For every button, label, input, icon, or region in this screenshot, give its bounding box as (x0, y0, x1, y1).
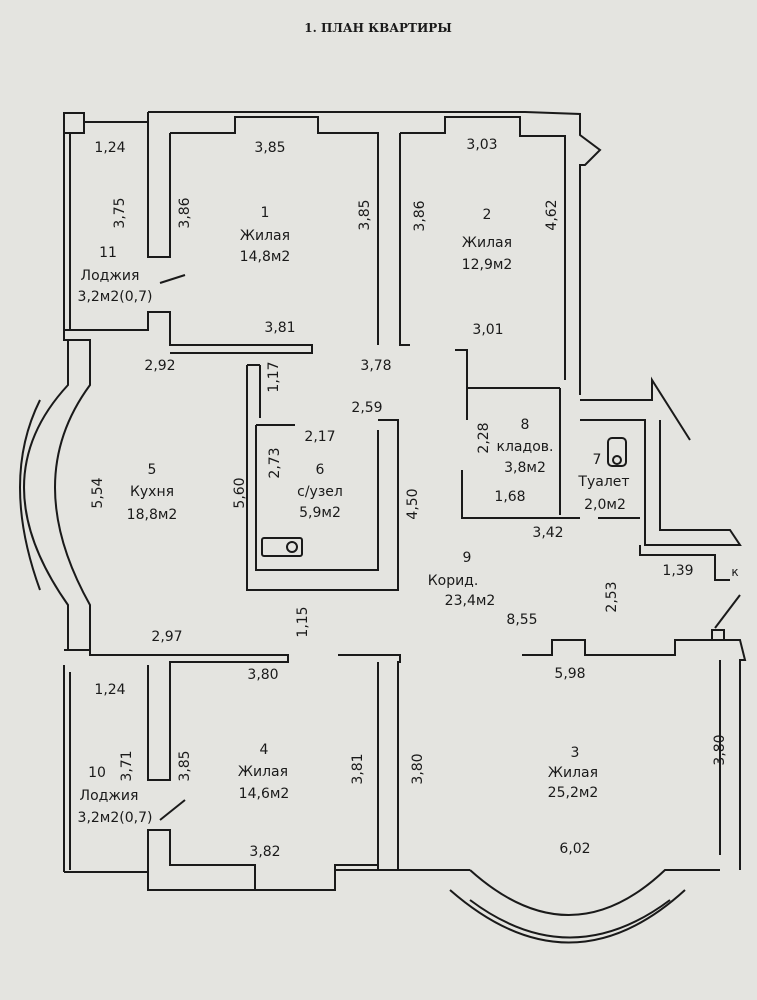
room-number: 5 (147, 462, 157, 478)
room-number: 4 (259, 742, 269, 758)
dimension-label: 3,78 (360, 358, 392, 374)
dimension-label: 3,85 (254, 140, 286, 156)
room-area: 3,8м2 (504, 460, 546, 476)
dimension-label: 2,92 (144, 358, 176, 374)
room-name: Жилая (239, 228, 291, 244)
room-area: 2,0м2 (584, 497, 626, 513)
dimension-label: 4,50 (405, 488, 421, 520)
dimension-label: 3,80 (247, 667, 279, 683)
room-name: Жилая (237, 764, 289, 780)
room-area: 18,8м2 (126, 507, 178, 523)
dimension-label: 5,98 (554, 666, 586, 682)
dimension-label: 3,85 (357, 199, 373, 231)
room-number: 3 (570, 745, 580, 761)
dimension-label: 1,68 (494, 489, 526, 505)
dimension-label: 3,80 (712, 734, 728, 766)
room-name: Кухня (129, 484, 175, 500)
room-area: 3,2м2(0,7) (77, 289, 153, 305)
dimension-label: 5,60 (232, 477, 248, 509)
dimension-label: 1,15 (295, 606, 311, 638)
dimension-label: 5,54 (90, 477, 106, 509)
dimension-label: 3,86 (177, 197, 193, 229)
dimension-label: 6,02 (559, 841, 591, 857)
dimension-label: 2,97 (151, 629, 183, 645)
room-name: кладов. (496, 439, 554, 455)
room-number: 11 (99, 245, 117, 261)
room-name: Корид. (427, 573, 479, 589)
room-name: Туалет (578, 474, 630, 490)
dimension-label: 3,01 (472, 322, 504, 338)
room-number: 6 (315, 462, 325, 478)
room-name: Жилая (461, 235, 513, 251)
dimension-label: 1,39 (662, 563, 694, 579)
room-number: 7 (592, 452, 602, 468)
dimension-label: 3,03 (466, 137, 498, 153)
plan-title: 1. ПЛАН КВАРТИРЫ (304, 21, 452, 35)
dimension-label: 3,81 (264, 320, 296, 336)
dimension-label: 2,28 (476, 422, 492, 454)
dimension-label: 3,75 (112, 197, 128, 229)
room-area: 23,4м2 (444, 593, 496, 609)
dimension-label: 3,71 (119, 750, 135, 782)
dimension-label: 2,73 (267, 447, 283, 479)
dimension-label: 3,81 (350, 753, 366, 785)
room-area: 14,6м2 (238, 786, 290, 802)
dimension-label: 3,85 (177, 750, 193, 782)
room-number: 8 (520, 417, 530, 433)
dimension-label: 1,24 (94, 140, 126, 156)
dimension-label: 2,59 (351, 400, 383, 416)
room-area: 14,8м2 (239, 249, 291, 265)
room-number: 9 (462, 550, 472, 566)
room-name: Жилая (547, 765, 599, 781)
dimension-label: 3,82 (249, 844, 281, 860)
dimension-label: 3,86 (412, 200, 428, 232)
room-number: 1 (260, 205, 270, 221)
room-name: Лоджия (79, 788, 139, 804)
room-area: 5,9м2 (299, 505, 341, 521)
room-name: с/узел (297, 484, 343, 500)
dimension-label: 4,62 (544, 199, 560, 231)
dimension-label: 8,55 (506, 612, 538, 628)
dimension-label: 1,17 (266, 361, 282, 393)
dimension-label: 3,80 (410, 753, 426, 785)
room-name: Лоджия (80, 268, 140, 284)
dimension-label: 1,24 (94, 682, 126, 698)
dimension-label: 2,53 (604, 581, 620, 613)
room-area: 25,2м2 (547, 785, 599, 801)
dimension-label: 2,17 (304, 429, 336, 445)
edge-fragment-text: к (731, 565, 739, 579)
room-area: 12,9м2 (461, 257, 513, 273)
room-area: 3,2м2(0,7) (77, 810, 153, 826)
room-number: 10 (88, 765, 106, 781)
dimension-label: 3,42 (532, 525, 564, 541)
room-number: 2 (482, 207, 492, 223)
